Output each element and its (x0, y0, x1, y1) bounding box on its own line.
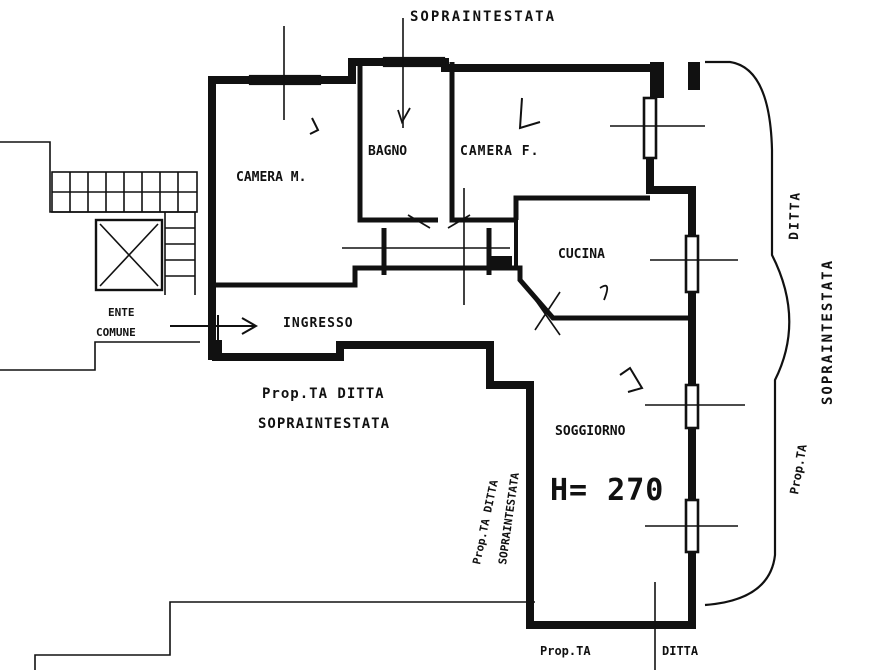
staircase (51, 171, 198, 295)
label-prop-bottom: Prop.TA (540, 644, 591, 658)
entrance-arrow (170, 315, 259, 340)
label-ingresso: INGRESSO (283, 316, 354, 331)
label-camera-m: CAMERA M. (236, 170, 306, 185)
bay-outline (704, 60, 791, 607)
label-soggiorno: SOGGIORNO (555, 424, 626, 439)
label-cucina: CUCINA (558, 247, 605, 262)
label-sopraintestata-diagonal: SOPRAINTESTATA (496, 471, 522, 565)
neighbour-outline (0, 141, 535, 670)
label-sopraintestata-left: SOPRAINTESTATA (258, 416, 390, 432)
label-prop-right: Prop.TA (787, 443, 810, 496)
outer-walls (208, 58, 700, 629)
label-height: H= 270 (550, 473, 664, 508)
label-ditta-bottom: DITTA (662, 644, 699, 658)
label-comune: COMUNE (96, 326, 136, 339)
interior-walls (216, 62, 692, 321)
label-prop-ditta-left: Prop.TA DITTA (262, 386, 385, 402)
label-top-sopraintestata: SOPRAINTESTATA (410, 9, 556, 25)
label-prop-ditta-diagonal: Prop.TA DITTA (470, 478, 501, 565)
guide-lines (283, 18, 745, 670)
label-ente: ENTE (108, 306, 135, 319)
label-bagno: BAGNO (368, 144, 407, 159)
label-camera-f: CAMERA F. (460, 144, 539, 159)
label-sopraintestata-right: SOPRAINTESTATA (820, 259, 836, 405)
label-ditta-right: DITTA (787, 191, 804, 241)
room-markers (309, 97, 644, 393)
